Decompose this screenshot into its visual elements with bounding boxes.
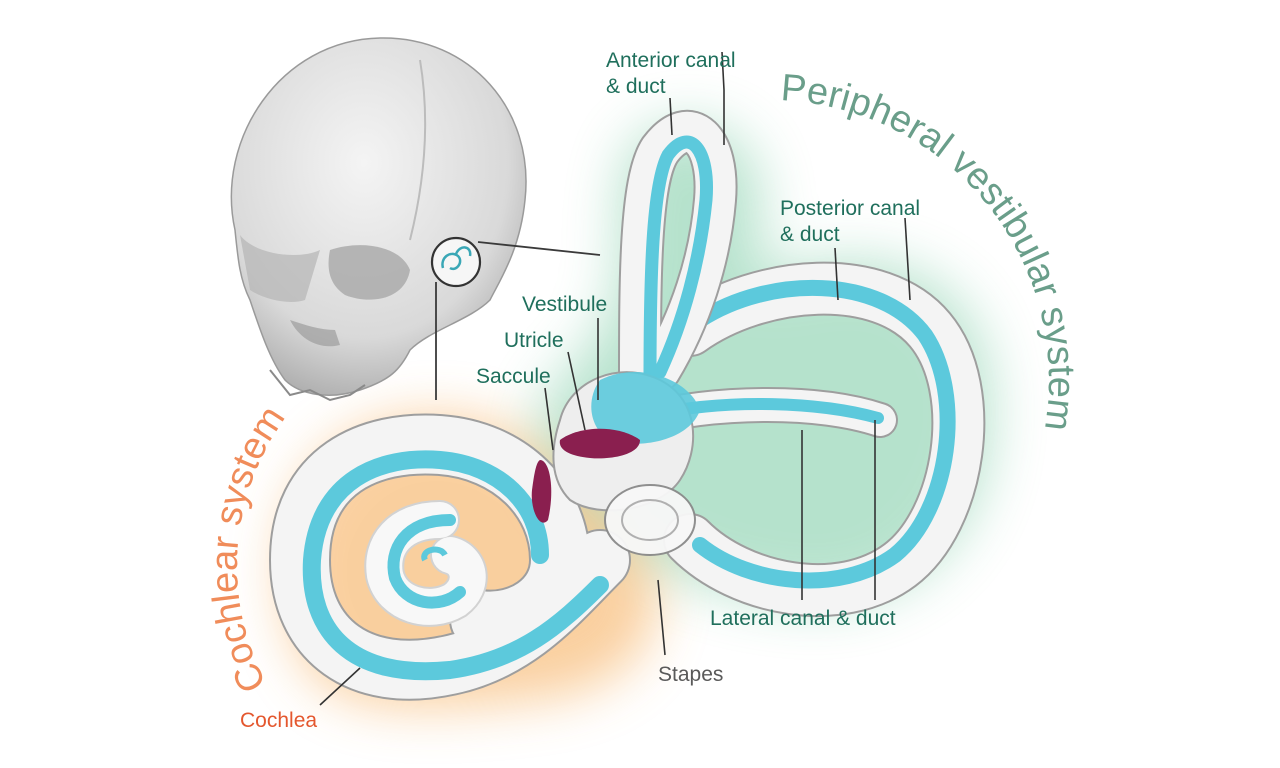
label-utricle: Utricle	[504, 329, 564, 352]
label-vestibule: Vestibule	[522, 293, 608, 316]
label-posterior-canal-line2: & duct	[780, 223, 840, 246]
leader-anterior-2	[721, 51, 725, 145]
label-anterior-canal-line1: Anterior canal	[606, 49, 736, 72]
leader-anterior	[669, 97, 673, 136]
label-posterior-canal-line1: Posterior canal	[780, 197, 921, 220]
label-stapes: Stapes	[658, 663, 724, 686]
leader-cochlea	[319, 667, 361, 706]
leader-saccule	[544, 387, 554, 451]
zoom-callout-lines	[435, 241, 601, 400]
skull-illustration	[230, 37, 527, 402]
label-lateral-canal: Lateral canal & duct	[710, 607, 896, 630]
zoom-circle	[430, 236, 482, 288]
label-saccule: Saccule	[476, 365, 551, 388]
leader-posterior	[834, 247, 839, 301]
cochlea-illustration	[268, 413, 631, 701]
label-anterior-canal: Anterior canal & duct	[606, 48, 736, 100]
leader-posterior-2	[904, 217, 911, 301]
label-anterior-canal-line2: & duct	[606, 75, 666, 98]
vestibular-illustration	[531, 110, 986, 618]
label-posterior-canal: Posterior canal & duct	[780, 196, 920, 248]
leader-stapes	[657, 579, 666, 656]
leader-utricle	[567, 351, 586, 431]
label-cochlea: Cochlea	[240, 709, 318, 732]
leader-lines	[319, 51, 911, 706]
